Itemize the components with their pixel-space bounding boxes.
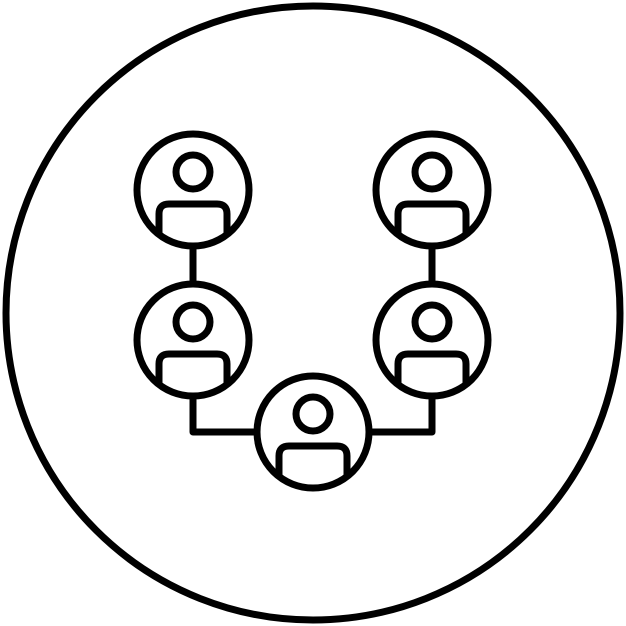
- person-body-icon: [275, 442, 351, 479]
- person-node-ring: [372, 130, 492, 250]
- person-node-ring: [133, 280, 253, 400]
- person-node-bottom-center: [253, 372, 373, 492]
- person-head-icon: [411, 301, 453, 343]
- person-node-ring: [133, 130, 253, 250]
- connector-line: [189, 392, 261, 436]
- person-body-icon: [155, 200, 231, 237]
- person-node-ring: [253, 372, 373, 492]
- people-group: [133, 130, 492, 492]
- person-node-top-right: [372, 130, 492, 250]
- person-head-icon: [172, 151, 214, 193]
- person-node-ring: [372, 280, 492, 400]
- person-node-middle-left: [133, 280, 253, 400]
- person-head-icon: [292, 393, 334, 435]
- person-body-icon: [394, 350, 470, 387]
- person-head-icon: [172, 301, 214, 343]
- connectors: [189, 242, 436, 436]
- person-body-icon: [394, 200, 470, 237]
- connector-line: [365, 392, 436, 436]
- person-body-icon: [155, 350, 231, 387]
- person-head-icon: [411, 151, 453, 193]
- person-node-middle-right: [372, 280, 492, 400]
- person-node-top-left: [133, 130, 253, 250]
